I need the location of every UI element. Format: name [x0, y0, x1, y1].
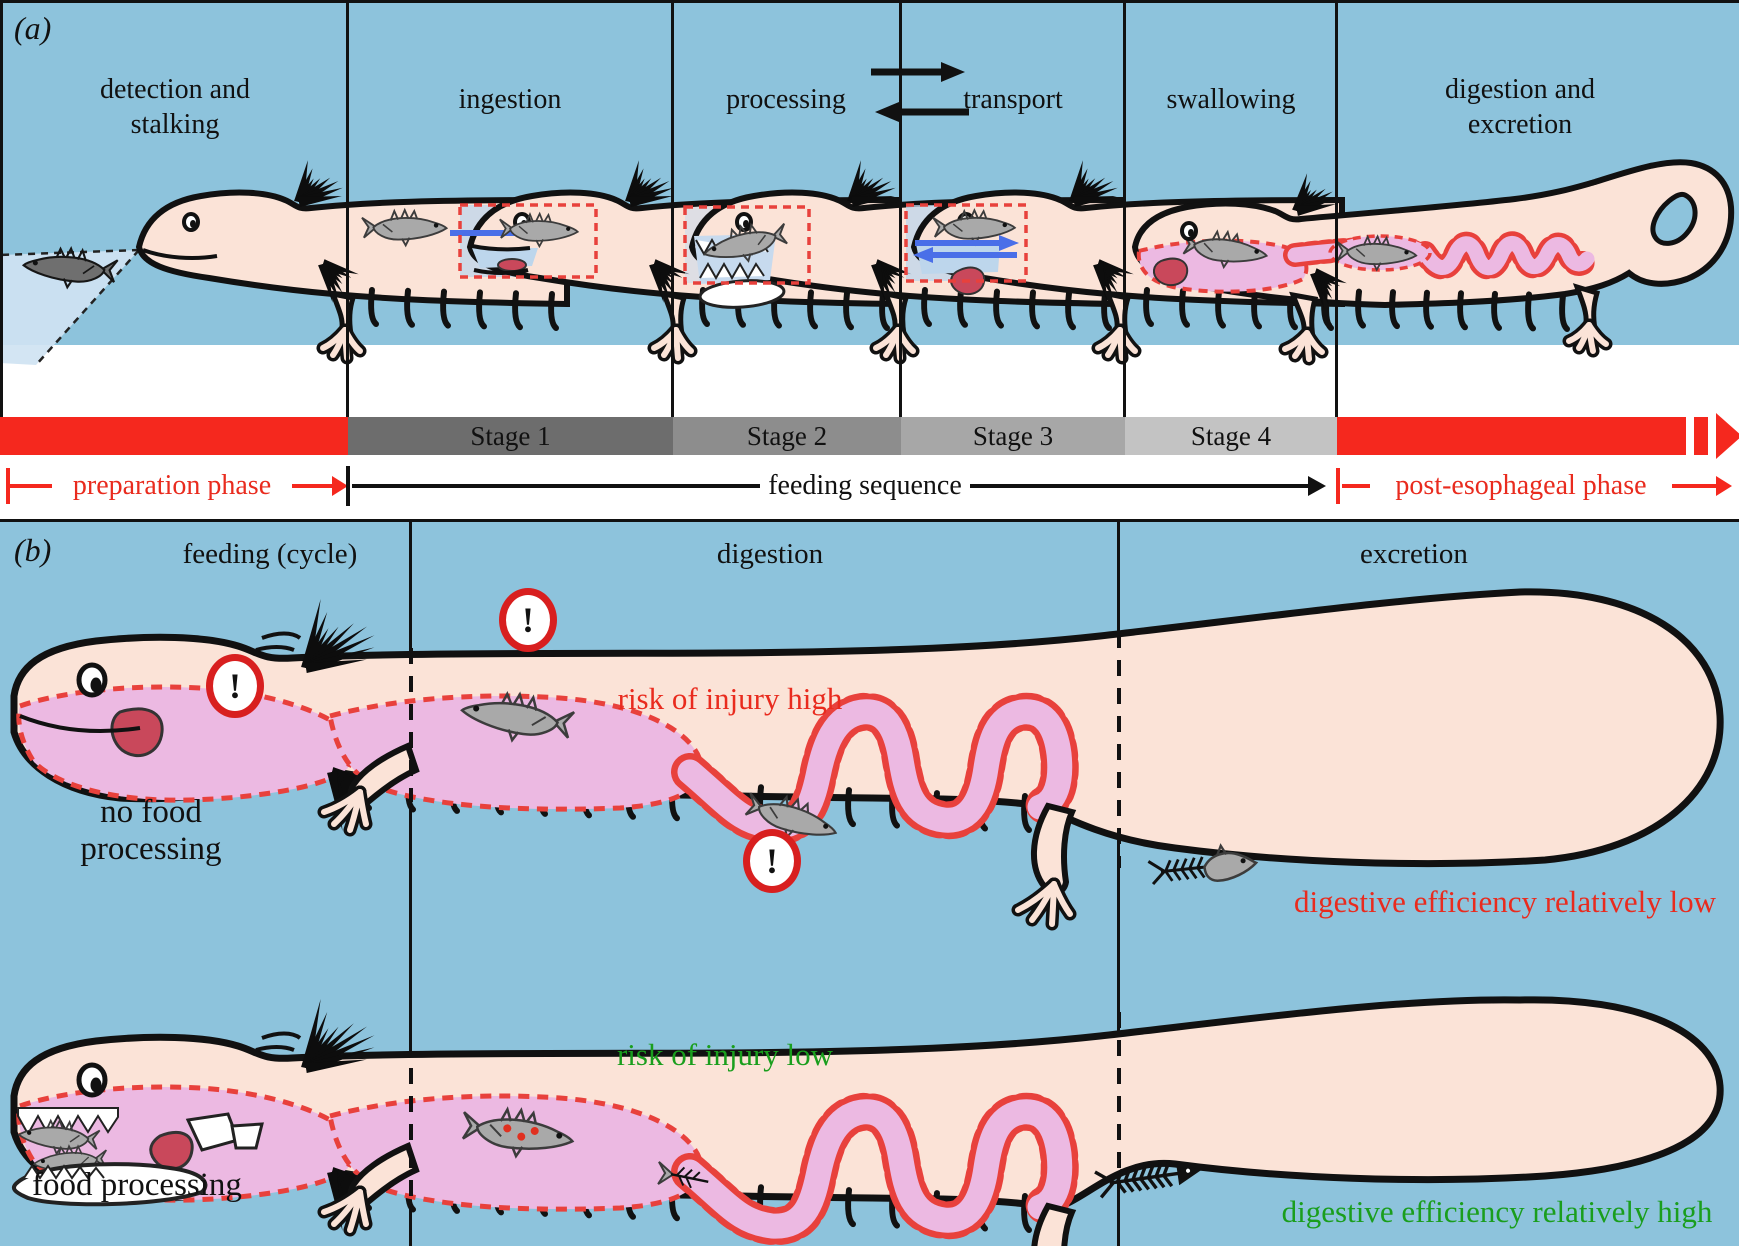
panel-b-divider-1 — [409, 522, 412, 1246]
preparation-arrow-line — [292, 484, 334, 488]
divider-3 — [899, 0, 902, 417]
column-label-swallowing: swallowing — [1166, 84, 1296, 115]
warning-icon-head: ! — [206, 654, 264, 718]
stage-bar-stage1: Stage 1 — [348, 417, 673, 455]
preparation-phase-label: preparation phase — [72, 470, 272, 501]
post-line — [1342, 484, 1370, 488]
feeding-sequence-label: feeding sequence — [768, 470, 962, 501]
preparation-start-tick — [6, 468, 10, 504]
divider-4 — [1123, 0, 1126, 417]
panel-b-top-border — [0, 519, 1739, 522]
feeding-line-right — [970, 484, 1310, 488]
panel-a-tag: (a) — [14, 10, 52, 46]
panel-a-white-strip — [0, 345, 1739, 417]
stage-bar-post — [1337, 417, 1686, 455]
feeding-arrowhead — [1308, 476, 1326, 496]
feeding-start-tick — [346, 466, 350, 506]
post-start-tick — [1336, 468, 1340, 504]
stage-bar-break-1 — [1686, 417, 1694, 455]
column-label-excretion: excretion — [1360, 538, 1468, 570]
preparation-arrowhead — [332, 476, 348, 496]
warning-icon-intestine: ! — [743, 829, 801, 893]
panel-a-left-border — [0, 0, 3, 417]
feeding-line-left — [352, 484, 760, 488]
panel-b-tag: (b) — [14, 532, 52, 568]
column-label-processing: processing — [726, 84, 846, 115]
efficiency-low-label: digestive efficiency relatively low — [1293, 884, 1717, 919]
stage-bar-stage4: Stage 4 — [1125, 417, 1337, 455]
post-arrowhead — [1716, 476, 1732, 496]
column-label-transport: transport — [963, 84, 1063, 115]
mode-label-processing: food processing — [32, 1167, 242, 1203]
divider-1 — [346, 0, 349, 417]
divider-2 — [671, 0, 674, 417]
mode-label-no-processing: no food processing — [80, 794, 222, 867]
stage-bar-break-2 — [1708, 417, 1716, 455]
reversible-arrows-icon — [871, 62, 969, 122]
panel-a-top-border — [0, 0, 1739, 3]
stage-bar-stage3: Stage 3 — [901, 417, 1125, 455]
warning-icon-stomach: ! — [499, 588, 557, 652]
stage-bar-stage2: Stage 2 — [673, 417, 901, 455]
post-esophageal-label: post-esophageal phase — [1395, 470, 1647, 501]
stage-bar-preparation — [0, 417, 348, 455]
stage-bar-break-segment — [1694, 417, 1708, 455]
column-label-digestion: digestion — [716, 538, 824, 570]
risk-low-label: risk of injury low — [616, 1037, 834, 1072]
column-label-ingestion: ingestion — [458, 84, 562, 115]
post-arrow-line — [1672, 484, 1718, 488]
column-label-digestion-excretion: digestion and excretion — [1444, 74, 1596, 140]
column-label-feeding-cycle: feeding (cycle) — [182, 538, 358, 570]
panel-b-divider-2 — [1117, 522, 1120, 1246]
divider-5 — [1335, 0, 1338, 417]
column-label-detection: detection and stalking — [99, 74, 251, 140]
risk-high-label: risk of injury high — [617, 681, 843, 716]
preparation-line — [10, 484, 52, 488]
stage-bar-arrowhead — [1716, 413, 1739, 459]
efficiency-high-label: digestive efficiency relatively high — [1281, 1194, 1713, 1229]
